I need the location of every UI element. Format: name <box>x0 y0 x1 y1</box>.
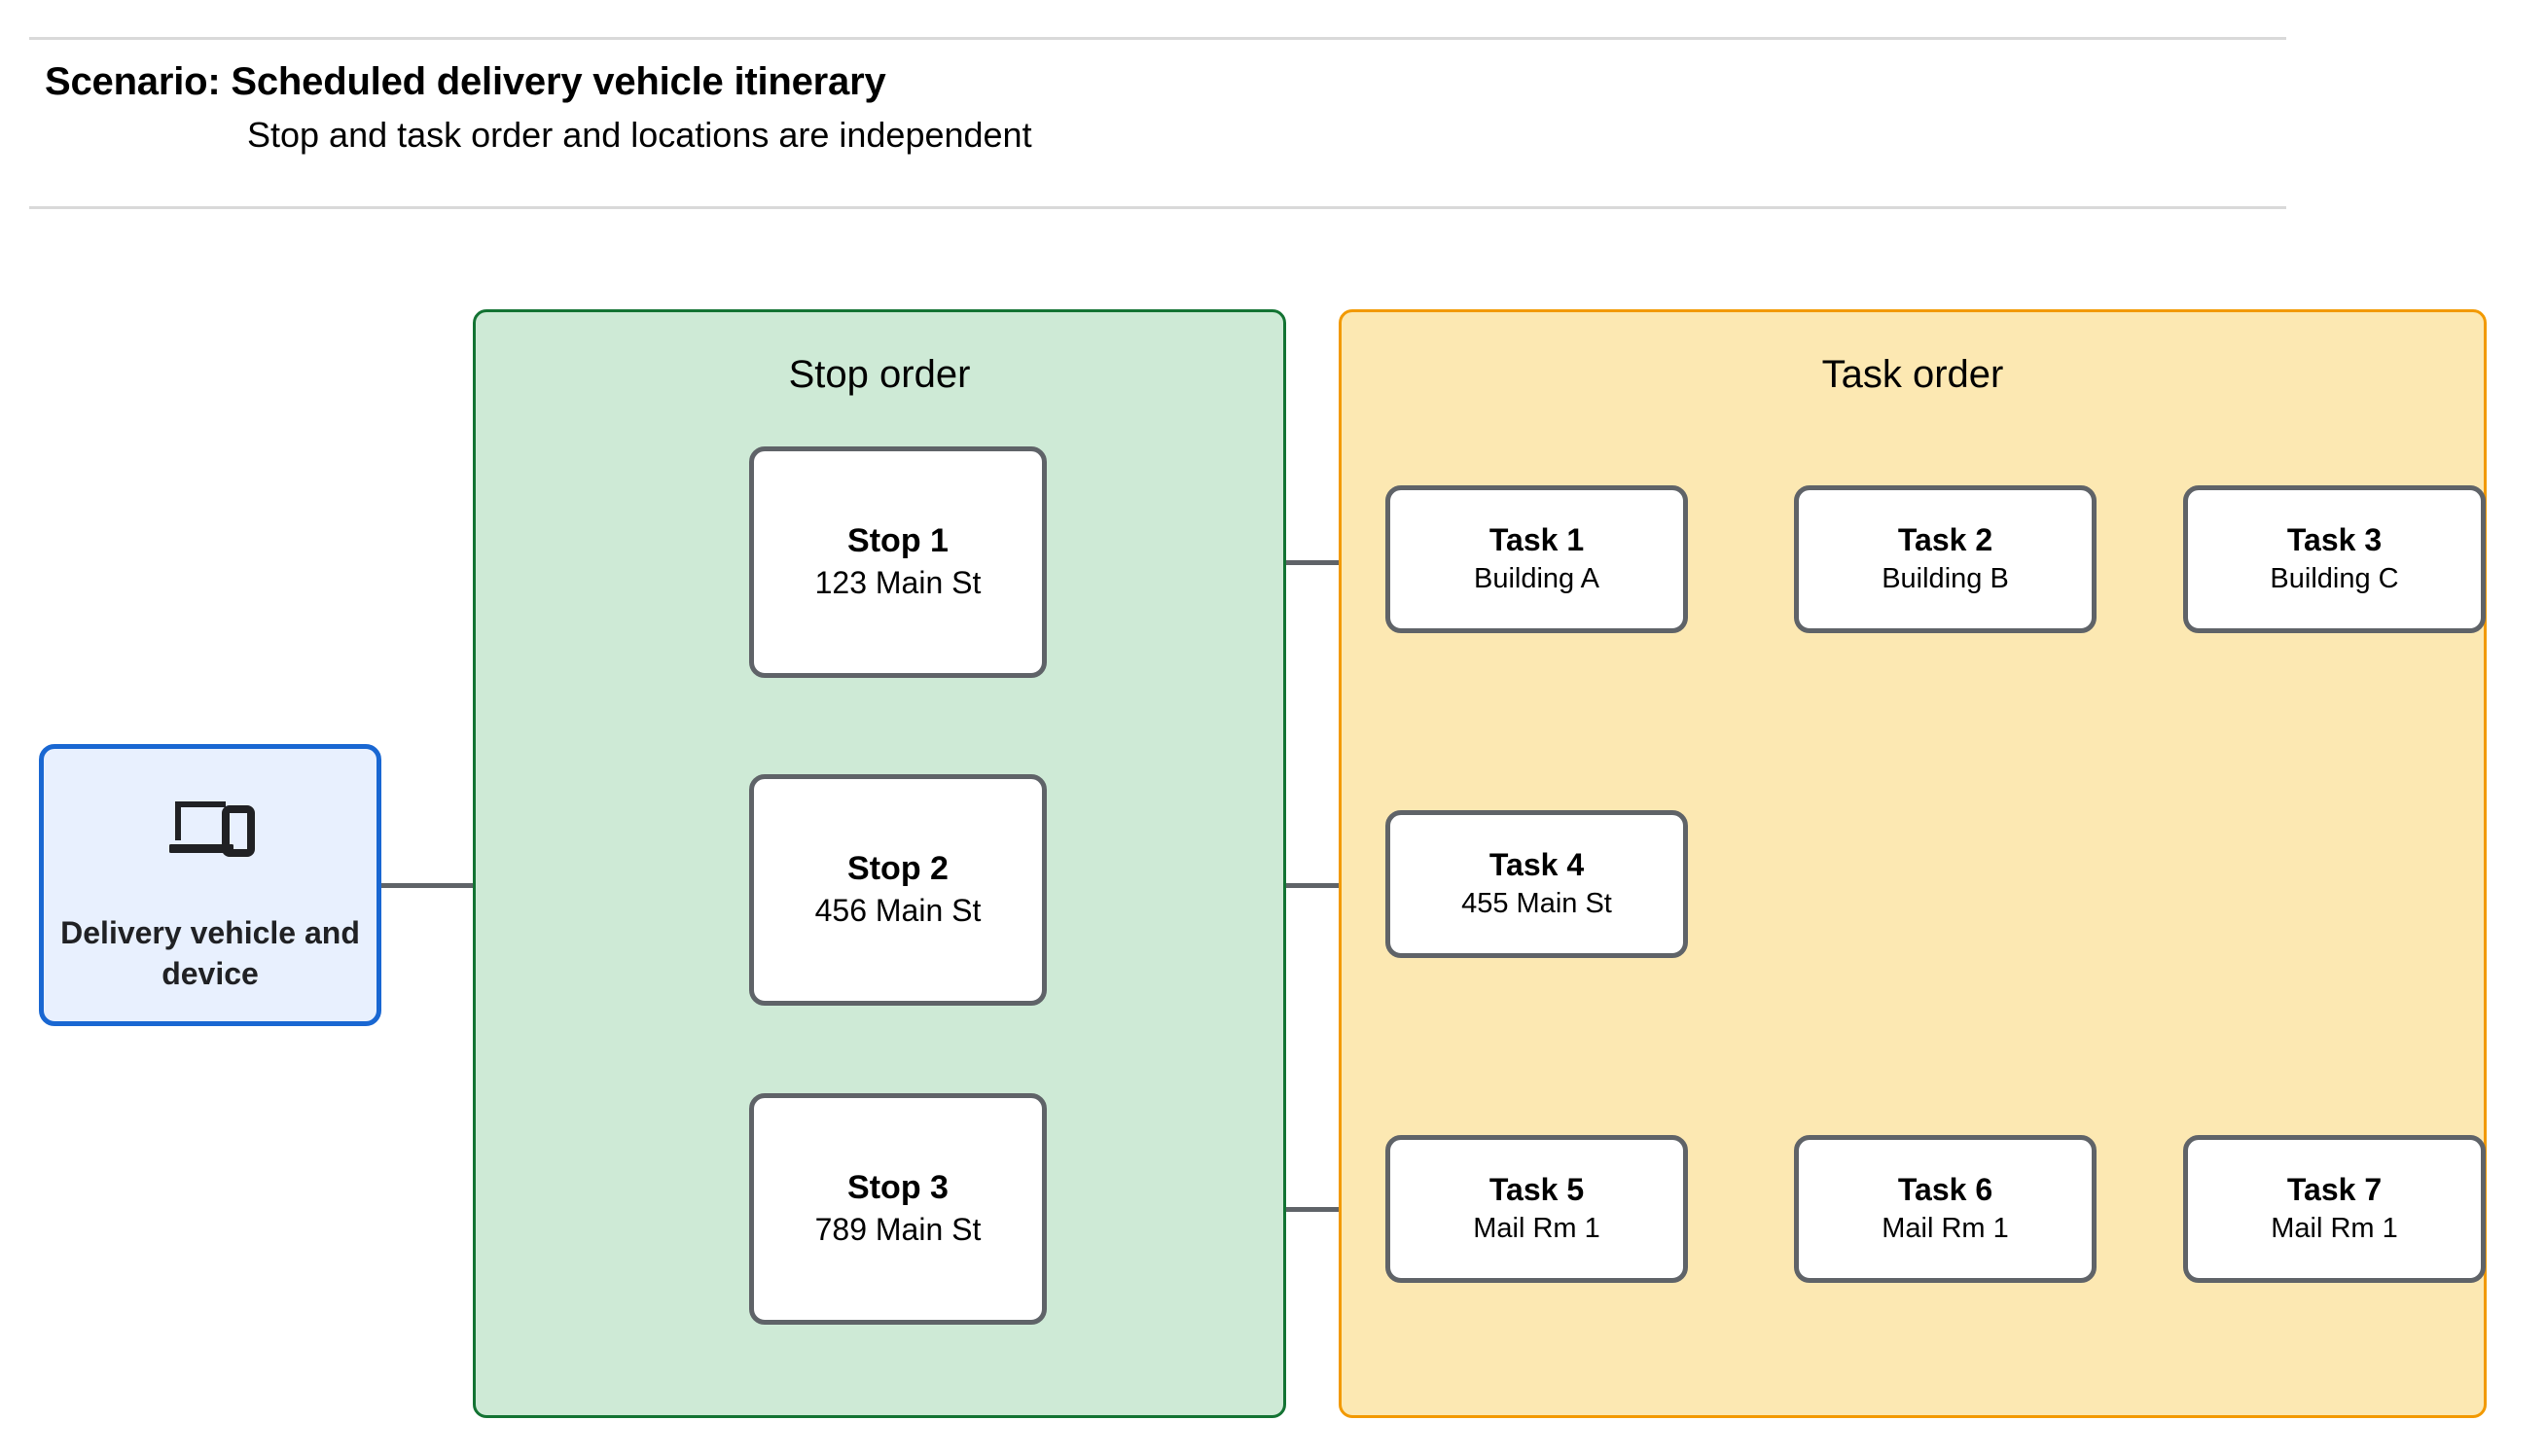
connector-device-to-trunk <box>381 883 553 888</box>
task-node-6[interactable]: Task 6 Mail Rm 1 <box>1794 1135 2097 1283</box>
task-node-4[interactable]: Task 4 455 Main St <box>1385 810 1688 958</box>
task-node-location: 455 Main St <box>1461 888 1612 919</box>
task-node-title: Task 6 <box>1897 1172 1993 1208</box>
task-node-location: Mail Rm 1 <box>1473 1213 1600 1244</box>
laptop-and-phone-icon <box>165 794 255 869</box>
task-node-location: Building C <box>2270 563 2399 594</box>
task-node-title: Task 7 <box>2286 1172 2383 1208</box>
task-node-location: Building A <box>1474 563 1599 594</box>
task-node-title: Task 1 <box>1488 522 1585 558</box>
header-divider-bottom <box>29 206 2286 209</box>
stop-node-title: Stop 2 <box>847 850 949 888</box>
task-node-5[interactable]: Task 5 Mail Rm 1 <box>1385 1135 1688 1283</box>
stop-node-1[interactable]: Stop 1 123 Main St <box>749 446 1047 678</box>
task-node-location: Mail Rm 1 <box>2271 1213 2398 1244</box>
stop-node-location: 456 Main St <box>814 893 982 929</box>
task-order-panel-title: Task order <box>1821 353 2004 396</box>
stop-node-title: Stop 3 <box>847 1169 949 1207</box>
task-node-7[interactable]: Task 7 Mail Rm 1 <box>2183 1135 2486 1283</box>
device-label: Delivery vehicle and device <box>60 914 360 991</box>
stop-node-location: 789 Main St <box>814 1212 982 1248</box>
stop-node-3[interactable]: Stop 3 789 Main St <box>749 1093 1047 1325</box>
task-node-location: Building B <box>1882 563 2009 594</box>
stop-node-2[interactable]: Stop 2 456 Main St <box>749 774 1047 1006</box>
stop-node-location: 123 Main St <box>814 565 982 601</box>
delivery-vehicle-and-device-node[interactable]: Delivery vehicle and device <box>39 744 381 1026</box>
task-node-title: Task 5 <box>1488 1172 1585 1208</box>
page-subtitle: Stop and task order and locations are in… <box>247 115 1032 155</box>
task-node-title: Task 2 <box>1897 522 1993 558</box>
stop-order-panel-title: Stop order <box>788 353 971 396</box>
task-node-2[interactable]: Task 2 Building B <box>1794 485 2097 633</box>
page-title: Scenario: Scheduled delivery vehicle iti… <box>45 60 886 103</box>
task-node-title: Task 3 <box>2286 522 2383 558</box>
task-node-location: Mail Rm 1 <box>1882 1213 2009 1244</box>
stop-node-title: Stop 1 <box>847 522 949 560</box>
task-node-title: Task 4 <box>1488 847 1585 883</box>
task-node-3[interactable]: Task 3 Building C <box>2183 485 2486 633</box>
task-node-1[interactable]: Task 1 Building A <box>1385 485 1688 633</box>
header-divider-top <box>29 37 2286 40</box>
